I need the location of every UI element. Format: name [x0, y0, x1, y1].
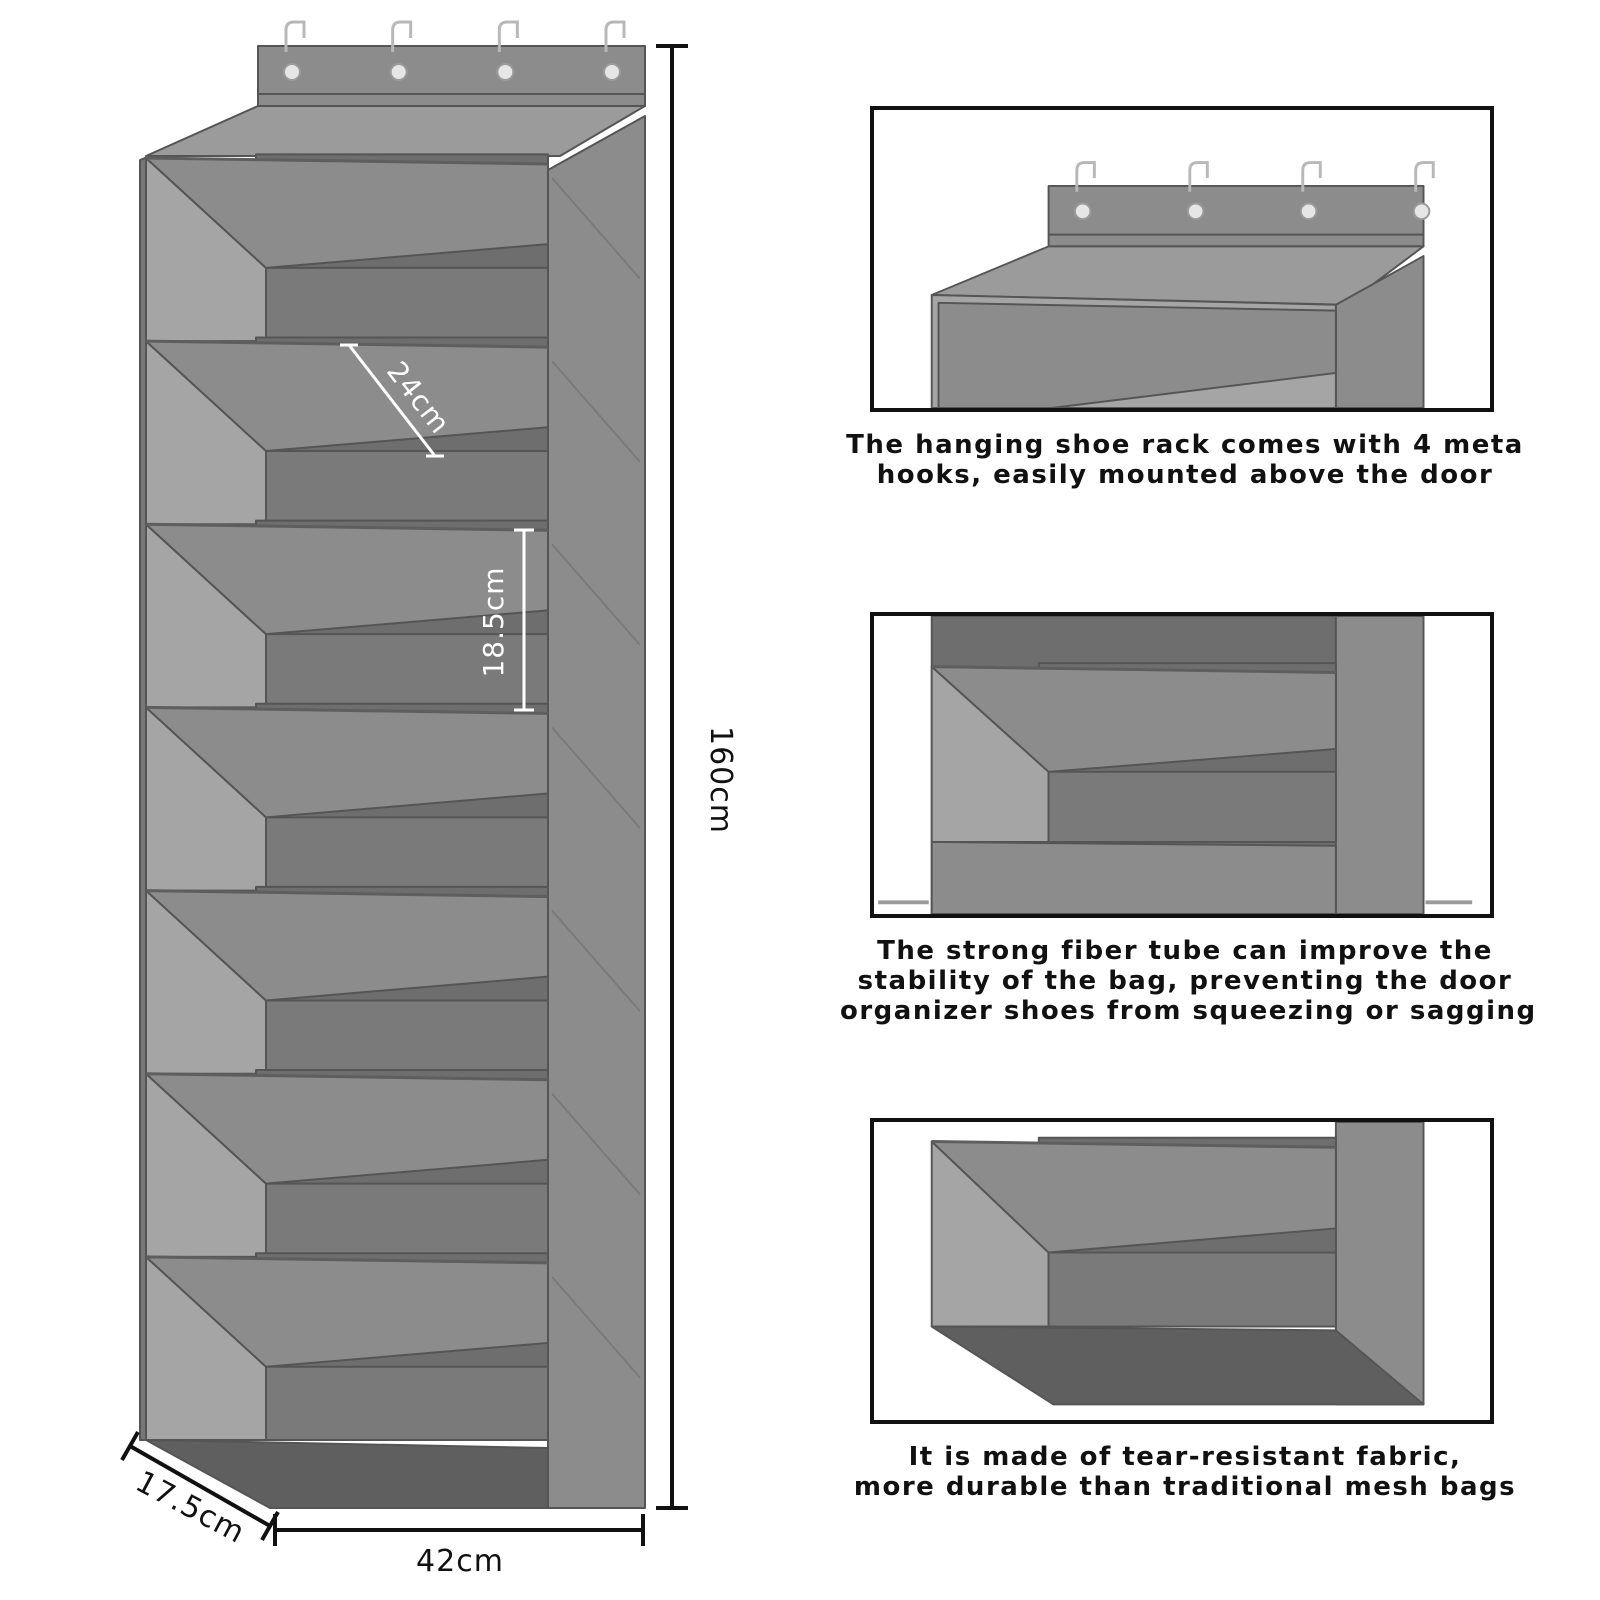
hook-2-grommet — [389, 63, 408, 81]
side-stitch-line — [551, 177, 641, 280]
bottom-base — [145, 1439, 549, 1509]
hook-header-strip — [257, 45, 646, 107]
pocket-rim — [145, 1255, 549, 1265]
pocket-6 — [145, 1069, 549, 1258]
fiber-tube-detail-box — [870, 612, 1494, 918]
hook-3 — [496, 20, 519, 81]
height-dimension-line — [656, 44, 688, 1510]
pocket-3 — [145, 519, 549, 709]
hooks-caption: The hanging shoe rack comes with 4 meta … — [840, 430, 1530, 490]
pocket-floor — [265, 450, 549, 526]
pocket-floor — [265, 1182, 549, 1258]
pocket-depth-dimension-line — [340, 343, 444, 458]
fabric-caption-line-2: more durable than traditional mesh bags — [853, 1472, 1517, 1502]
side-stitch-line — [551, 726, 641, 829]
detail-hook-1 — [1073, 161, 1096, 221]
pocket-4 — [145, 702, 549, 892]
pocket-2 — [145, 336, 549, 526]
hooks-detail-image — [930, 161, 1435, 408]
pocket-rim — [145, 156, 549, 166]
fiber-tube-caption-line-3: organizer shoes from squeezing or saggin… — [840, 996, 1537, 1026]
hook-3-grommet — [496, 63, 515, 81]
side-stitch-line — [551, 1276, 641, 1379]
fabric-detail-box — [870, 1118, 1494, 1424]
hook-3-wire — [497, 20, 519, 52]
fabric-detail-image — [930, 1122, 1425, 1406]
pocket-floor — [265, 816, 549, 892]
detail-hook-1-grommet — [1073, 202, 1092, 221]
pocket-7 — [145, 1252, 549, 1441]
pocket-height-label: 18.5cm — [477, 566, 510, 678]
hook-4 — [603, 20, 626, 81]
detail-bottom-base — [930, 1325, 1425, 1406]
top-opening — [145, 105, 646, 157]
detail-hook-3-wire — [1301, 161, 1322, 192]
hook-1-grommet — [283, 63, 301, 81]
fiber-tube-caption: The strong fiber tube can improve the st… — [840, 936, 1537, 1026]
fabric-caption: It is made of tear-resistant fabric, mor… — [840, 1442, 1530, 1502]
pocket-rim — [145, 522, 549, 532]
pocket-floor — [1047, 1251, 1337, 1328]
pocket-rim — [931, 665, 1336, 674]
pocket-rim — [931, 1140, 1336, 1149]
pocket-detail — [930, 1136, 1337, 1328]
side-stitch-line — [551, 543, 641, 646]
pocket-rim — [145, 889, 549, 899]
fabric-caption-line-1: It is made of tear-resistant fabric, — [908, 1442, 1462, 1472]
pocket-rim — [145, 705, 549, 715]
hooks-caption-line-2: hooks, easily mounted above the door — [876, 460, 1494, 490]
pocket-detail — [930, 662, 1337, 843]
detail-hook-4 — [1412, 161, 1435, 221]
detail-side-panel — [1334, 616, 1425, 914]
hook-1 — [283, 20, 306, 81]
detail-hook-3 — [1299, 161, 1322, 221]
depth-dimension-line — [120, 1431, 280, 1541]
hook-1-wire — [284, 20, 306, 52]
hook-4-wire — [604, 20, 626, 52]
fiber-tube-caption-line-1: The strong fiber tube can improve the — [877, 936, 1493, 966]
detail-header-strip — [1047, 184, 1425, 248]
detail-flap-panel — [937, 301, 1337, 408]
detail-hook-2-wire — [1188, 161, 1209, 192]
pocket-floor — [265, 1365, 549, 1441]
pocket-height-dimension-line — [514, 528, 534, 712]
hook-2 — [389, 20, 413, 81]
detail-hook-2 — [1186, 161, 1209, 221]
side-stitch-line — [551, 360, 641, 463]
right-side-panel — [547, 115, 646, 1509]
detail-hook-3-grommet — [1299, 202, 1318, 221]
fiber-tube-detail-image — [878, 616, 1473, 914]
hooks-caption-line-1: The hanging shoe rack comes with 4 meta — [846, 430, 1524, 460]
side-stitch-line — [551, 909, 641, 1012]
width-label: 42cm — [416, 1544, 504, 1579]
height-label: 160cm — [703, 726, 738, 834]
hook-2-wire — [391, 20, 413, 52]
detail-hook-4-grommet — [1412, 202, 1431, 221]
pocket-floor — [265, 266, 549, 343]
width-dimension-line — [273, 1514, 645, 1546]
detail-lower-pocket — [930, 840, 1337, 914]
pocket-floor — [265, 999, 549, 1075]
side-stitch-line — [551, 1093, 641, 1196]
pocket-rim — [145, 1072, 549, 1082]
detail-hook-4-wire — [1414, 161, 1435, 192]
pocket-floor — [1047, 770, 1337, 843]
detail-hook-2-grommet — [1186, 202, 1205, 221]
pocket-1 — [145, 153, 549, 343]
fiber-tube-caption-line-2: stability of the bag, preventing the doo… — [857, 966, 1513, 996]
detail-hook-1-wire — [1075, 161, 1096, 192]
hook-4-grommet — [603, 63, 621, 81]
hooks-detail-box — [870, 106, 1494, 412]
pocket-5 — [145, 885, 549, 1075]
